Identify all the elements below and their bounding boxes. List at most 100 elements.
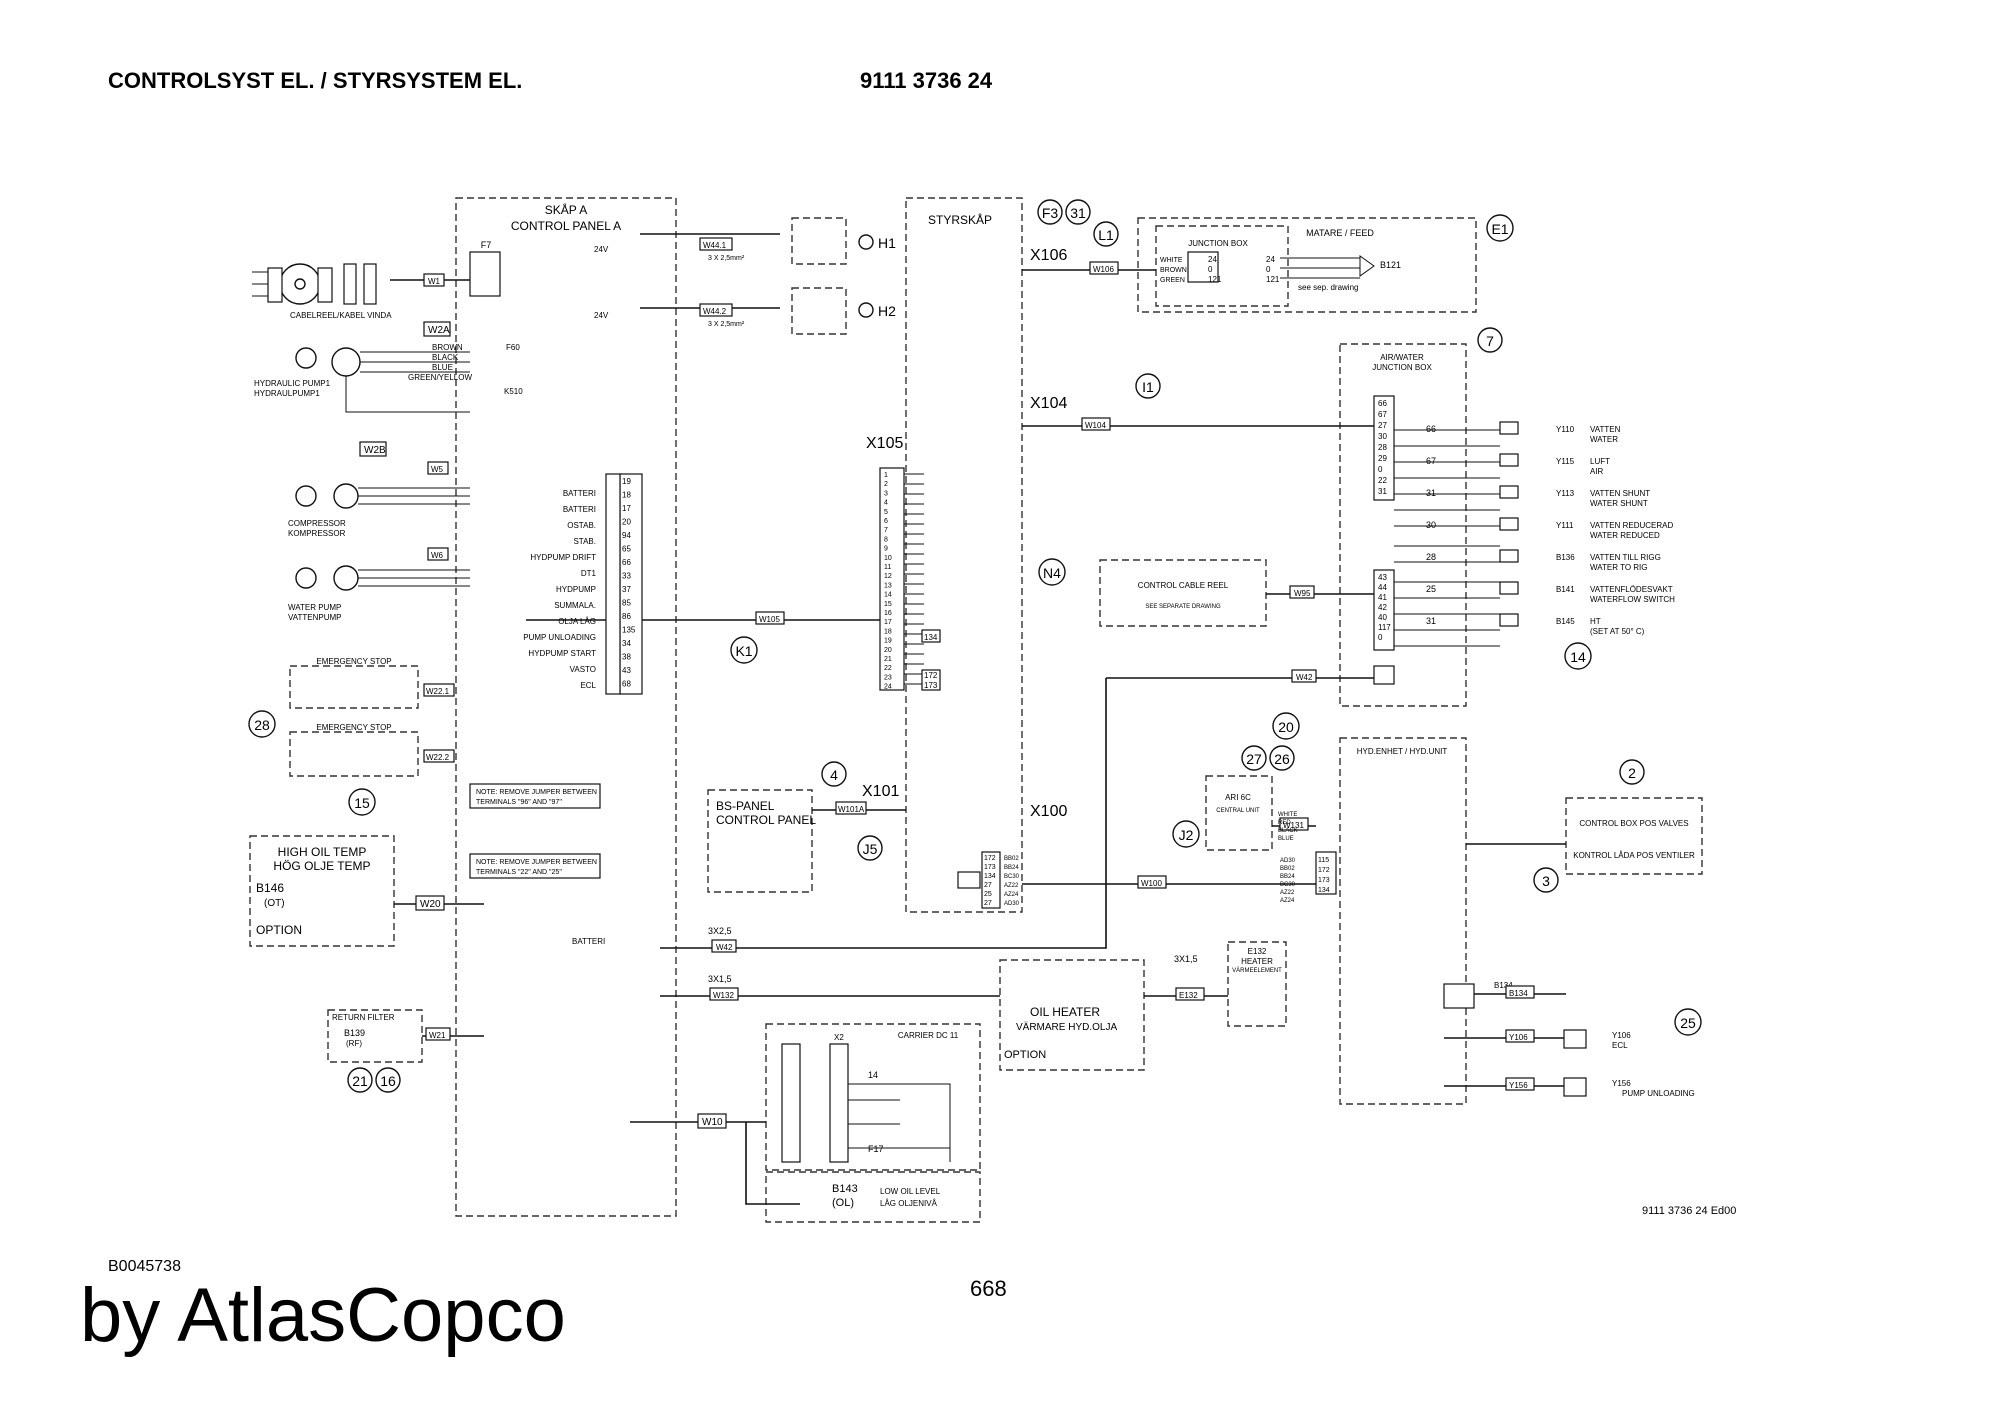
right-device-symbol-4 bbox=[1499, 549, 1519, 563]
callout-26: 26 bbox=[1274, 751, 1290, 767]
y156-desc: PUMP UNLOADING bbox=[1622, 1089, 1695, 1098]
h1-label: H1 bbox=[878, 235, 896, 251]
emergency-stop-2-label: EMERGENCY STOP bbox=[316, 723, 391, 732]
right-device-symbol-2 bbox=[1499, 485, 1519, 499]
panel-a-terminal-15: 68 bbox=[622, 680, 631, 689]
x105-terminal-13: 14 bbox=[884, 592, 892, 599]
water-pump-label-1: WATER PUMP bbox=[288, 603, 341, 612]
connector-x104: X104 bbox=[1030, 395, 1067, 412]
cable-w2a: W2A bbox=[428, 325, 450, 336]
x100-terminal-1: 173 bbox=[984, 864, 996, 871]
right-device-wire-4: 28 bbox=[1426, 552, 1436, 562]
hyd-terminal-3: 134 bbox=[1318, 887, 1330, 894]
cable-w42-top: W42 bbox=[1296, 673, 1313, 682]
right-device-wire-6: 31 bbox=[1426, 616, 1436, 626]
f7-block bbox=[469, 251, 501, 297]
hyd-terminal-2: 173 bbox=[1318, 877, 1330, 884]
water-pump-symbol bbox=[295, 565, 470, 591]
hyd-terminal-block bbox=[1315, 851, 1337, 895]
right-device-l2-5: WATERFLOW SWITCH bbox=[1590, 595, 1675, 604]
ari-color-1: RED bbox=[1278, 820, 1291, 826]
cable-reel-symbol bbox=[252, 263, 377, 305]
cable-w5: W5 bbox=[431, 465, 444, 474]
jb-terminal-block-3 bbox=[1373, 665, 1395, 685]
high-oil-temp-frame bbox=[249, 835, 395, 947]
low-oil-en: LOW OIL LEVEL bbox=[880, 1187, 941, 1196]
x105-terminal-22: 23 bbox=[884, 674, 892, 681]
heater-element-sv: VÄRMEELEMENT bbox=[1232, 967, 1282, 974]
callout-21: 21 bbox=[352, 1073, 368, 1089]
jb-terminal-0: 66 bbox=[1378, 399, 1387, 408]
hyd-signal-0: AD30 bbox=[1280, 858, 1296, 864]
x105-extra-134: 134 bbox=[924, 633, 938, 642]
x105-terminal-strip bbox=[879, 467, 905, 691]
note-22-25-line1: NOTE: REMOVE JUMPER BETWEEN bbox=[476, 859, 597, 866]
h2-voltage: 24V bbox=[594, 311, 609, 320]
callout-14: 14 bbox=[1570, 649, 1586, 665]
return-filter-rf: (RF) bbox=[346, 1039, 362, 1048]
wire-color-black: BLACK bbox=[432, 353, 459, 362]
cable-w100: W100 bbox=[1141, 879, 1162, 888]
callout-e1: E1 bbox=[1491, 221, 1508, 237]
callout-f3: F3 bbox=[1042, 205, 1059, 221]
w10-wire bbox=[630, 1121, 800, 1205]
right-device-l2-1: AIR bbox=[1590, 467, 1604, 476]
x105-extra-172: 172 bbox=[924, 671, 938, 680]
air-water-jb-title-1: AIR/WATER bbox=[1380, 353, 1424, 362]
x105-terminal-9: 10 bbox=[884, 555, 892, 562]
cable-w10: W10 bbox=[702, 1117, 723, 1128]
reel-terminal-4: 40 bbox=[1378, 613, 1387, 622]
right-device-wire-3: 30 bbox=[1426, 520, 1436, 530]
page-title: CONTROLSYST EL. / STYRSYSTEM EL. bbox=[108, 68, 523, 93]
reel-terminal-6: 0 bbox=[1378, 633, 1383, 642]
right-device-l2-0: WATER bbox=[1590, 435, 1618, 444]
y106-device bbox=[1563, 1029, 1587, 1049]
carrier-terminal-block-right bbox=[829, 1043, 849, 1163]
carrier-f17: 14 bbox=[868, 1070, 878, 1080]
x105-terminal-1: 2 bbox=[884, 481, 888, 488]
high-oil-temp-ot: (OT) bbox=[264, 898, 285, 909]
feed-color-0: WHITE bbox=[1160, 257, 1183, 264]
right-device-l2-6: (SET AT 50° C) bbox=[1590, 627, 1645, 636]
cable-b134: B134 bbox=[1509, 989, 1528, 998]
x105-terminal-21: 22 bbox=[884, 665, 892, 672]
spec-3x15-a: 3X1,5 bbox=[708, 974, 732, 984]
control-panel-a-title-1: SKÅP A bbox=[545, 202, 587, 217]
x105-terminal-5: 6 bbox=[884, 518, 888, 525]
compressor-label-1: COMPRESSOR bbox=[288, 519, 346, 528]
right-device-l1-3: VATTEN REDUCERAD bbox=[1590, 521, 1673, 530]
jb-terminal-1: 67 bbox=[1378, 410, 1387, 419]
b121-label: B121 bbox=[1380, 260, 1401, 270]
styrskap-title: STYRSKÅP bbox=[928, 212, 992, 227]
hyd-terminal-0: 115 bbox=[1318, 857, 1329, 864]
panel-a-signal-2: OSTAB. bbox=[567, 521, 596, 530]
x105-terminal-12: 13 bbox=[884, 582, 892, 589]
junction-box-title: JUNCTION BOX bbox=[1188, 239, 1248, 248]
h2-lamp-icon bbox=[858, 302, 874, 318]
carrier-frame bbox=[765, 1023, 981, 1171]
cable-labels: W106 W104 W105 W95 W42 W42 W100 W131 W10… bbox=[359, 237, 1535, 1129]
oil-heater-title-2: VÄRMARE HYD.OLJA bbox=[1016, 1021, 1117, 1033]
right-device-l2-2: WATER SHUNT bbox=[1590, 499, 1648, 508]
panel-a-signal-4: HYDPUMP DRIFT bbox=[530, 553, 596, 562]
panel-a-signal-9: PUMP UNLOADING bbox=[523, 633, 596, 642]
x105-extra-173: 173 bbox=[924, 681, 938, 690]
right-device-symbol-5 bbox=[1499, 581, 1519, 595]
see-sep-drawing: see sep. drawing bbox=[1298, 283, 1358, 292]
feed-terminal-24: 24 bbox=[1208, 255, 1217, 264]
bs-panel-title-1: BS-PANEL bbox=[716, 799, 775, 813]
h1-cable-spec: 3 X 2,5mm² bbox=[708, 255, 745, 262]
x105-terminal-0: 1 bbox=[884, 472, 888, 479]
h1-lamp-icon bbox=[858, 234, 874, 250]
note-96-97-line2: TERMINALS "96" AND "97" bbox=[476, 799, 562, 806]
x105-terminal-2: 3 bbox=[884, 490, 888, 497]
cable-w22-1: W22.1 bbox=[426, 687, 450, 696]
panel-a-terminal-6: 66 bbox=[622, 558, 631, 567]
feed-color-1: BROWN bbox=[1160, 267, 1187, 274]
right-device-l2-4: WATER TO RIG bbox=[1590, 563, 1647, 572]
ari-color-3: BLUE bbox=[1278, 836, 1294, 842]
panel-a-terminal-ids bbox=[605, 473, 621, 695]
hyd-signal-4: AZ22 bbox=[1280, 890, 1295, 896]
panel-a-terminal-9: 85 bbox=[622, 599, 631, 608]
ari-color-2: BLACK bbox=[1278, 828, 1298, 834]
